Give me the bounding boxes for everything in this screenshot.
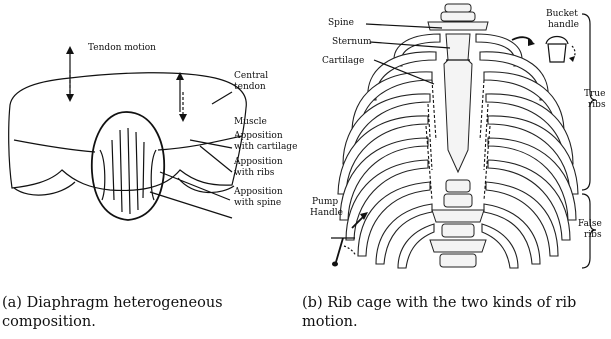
false-ribs-label-2: ribs [584,230,602,240]
apposition-spine-label-1: Apposition [233,187,283,197]
false-ribs-label-1: False [578,219,602,229]
cervical-vertebrae [428,4,488,30]
left-ribs [338,34,440,268]
right-ribs [476,34,578,268]
muscle-label: Muscle [234,117,267,127]
pump-handle-label-1: Pump [312,197,338,207]
caption-a-tag: (a) [2,295,22,311]
apposition-cartilage-label-1: Apposition [233,131,283,141]
apposition-ribs-label-1: Apposition [233,157,283,167]
caption-a-text: Diaphragm heterogeneous composition. [2,295,223,330]
caption-a: (a) Diaphragm heterogeneous composition. [2,294,302,332]
diaphragm-left-lobe [14,178,234,195]
panel-a-leaders [150,92,232,218]
crus-inner [112,128,144,214]
tendon-motion-label: Tendon motion [88,43,156,53]
sternum [444,34,472,172]
central-tendon-label-1: Central [234,71,268,81]
apposition-spine-label-2: with spine [234,198,281,208]
apposition-ribs-label-2: with ribs [234,168,275,178]
spine-label: Spine [328,18,354,28]
tendon-arrows [66,46,187,122]
crus-lines [100,150,156,200]
pump-handle-label-2: Handle [310,208,343,218]
bucket-handle-label-1: Bucket [546,9,578,19]
sternum-label: Sternum [332,37,372,47]
rib-cage-drawing [338,4,578,268]
apposition-cartilage-label-2: with cartilage [234,142,297,152]
caption-b-tag: (b) [302,295,323,311]
diaphragm-drawing [9,73,247,220]
cartilage-label: Cartilage [322,56,364,66]
true-ribs-label-2: ribs [588,100,606,110]
true-ribs-label-1: True [584,89,605,99]
caption-b: (b) Rib cage with the two kinds of rib m… [302,294,608,332]
bucket-handle-label-2: handle [548,20,579,30]
central-tendon-label-2: tendon [234,82,266,92]
caption-b-text: Rib cage with the two kinds of rib motio… [302,295,576,330]
lumbar-vertebrae [430,180,486,267]
